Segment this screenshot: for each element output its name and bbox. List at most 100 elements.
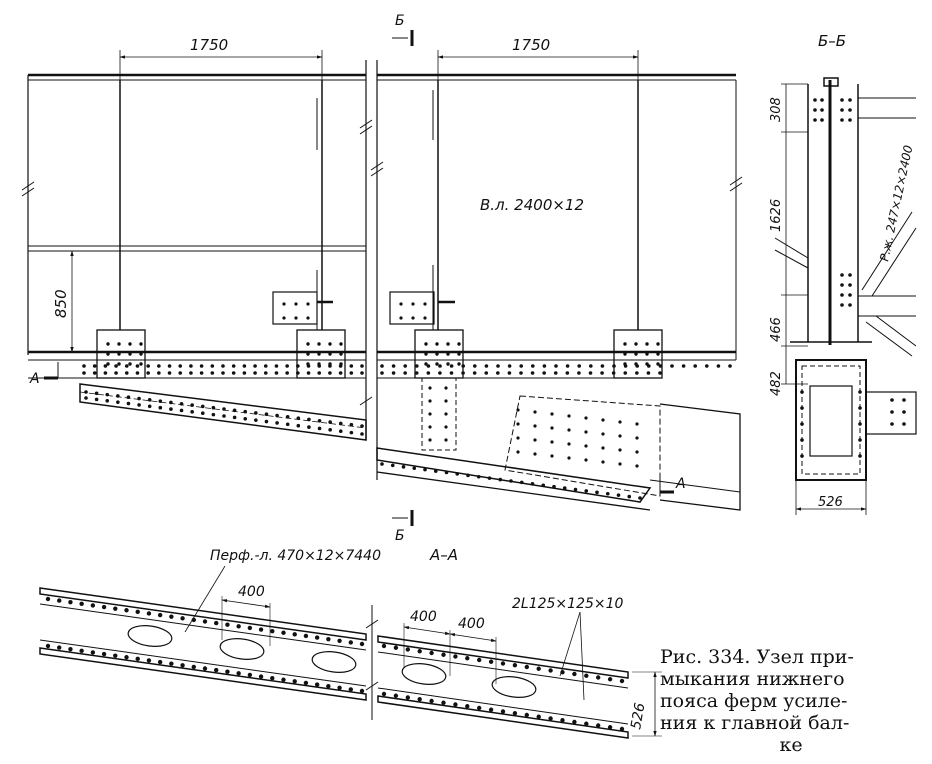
- rivet: [444, 412, 448, 416]
- rivet: [200, 411, 205, 416]
- rivet: [813, 108, 817, 112]
- rivet: [167, 371, 172, 375]
- rivet: [848, 303, 852, 307]
- rivet: [457, 362, 461, 366]
- dim-span-left: 1750: [190, 36, 228, 54]
- rivet: [94, 391, 99, 396]
- rivet: [584, 673, 589, 678]
- rivet: [360, 371, 364, 375]
- rivet: [254, 418, 258, 422]
- rivet: [446, 362, 450, 366]
- rivet: [101, 651, 107, 657]
- rivet: [360, 364, 364, 368]
- rivet: [618, 434, 622, 438]
- rivet: [573, 487, 578, 492]
- rivet: [465, 656, 470, 661]
- rivet: [306, 352, 310, 356]
- rivet: [477, 705, 482, 711]
- rivet: [348, 687, 353, 692]
- rivet: [117, 342, 121, 346]
- rivet: [285, 364, 289, 368]
- rivet: [236, 671, 241, 676]
- rivet: [560, 718, 565, 723]
- rivet: [461, 371, 465, 375]
- rivet: [533, 410, 537, 414]
- rivet: [426, 364, 431, 368]
- rivet: [381, 643, 387, 649]
- rivet: [472, 371, 477, 375]
- rivet: [519, 480, 524, 485]
- rivet: [214, 620, 219, 626]
- dim-aa-height-526: 526: [628, 702, 648, 731]
- caption-line: Рис. 334. Узел при-: [660, 646, 854, 668]
- rivet: [314, 635, 320, 640]
- rivet: [536, 666, 541, 671]
- rivet: [306, 302, 310, 306]
- rivet: [577, 371, 581, 375]
- rivet: [135, 609, 140, 615]
- rivet: [199, 364, 204, 368]
- rivet: [890, 422, 894, 426]
- rivet: [428, 425, 432, 429]
- rivet: [670, 364, 674, 368]
- rivet: [393, 693, 399, 698]
- rivet: [317, 418, 322, 423]
- rivet: [488, 659, 494, 664]
- rivet: [635, 371, 639, 375]
- rivet: [484, 364, 489, 368]
- rivet: [500, 709, 506, 714]
- rivet: [512, 663, 518, 668]
- rivet: [444, 425, 448, 429]
- rivet: [441, 700, 446, 705]
- rivet: [618, 420, 622, 424]
- rivet: [516, 422, 520, 426]
- rivet: [635, 464, 639, 468]
- rivet: [519, 364, 523, 368]
- rivet: [656, 362, 660, 366]
- rivet: [477, 657, 482, 663]
- rivet: [292, 679, 297, 684]
- rivet: [572, 719, 577, 725]
- rivet: [412, 466, 417, 471]
- rivet: [403, 371, 407, 375]
- rivet: [253, 371, 257, 375]
- rivet: [178, 364, 183, 368]
- rivet: [496, 371, 500, 375]
- rivet: [902, 422, 906, 426]
- rivet: [705, 364, 709, 368]
- figure-caption: Рис. 334. Узел при- мыкания нижнего пояс…: [660, 646, 922, 756]
- rivet: [147, 404, 152, 409]
- rivet: [542, 371, 546, 375]
- rivet: [92, 371, 97, 375]
- cut-b-bottom-label: Б: [395, 528, 405, 544]
- caption-line: мыкания нижнего: [660, 668, 845, 690]
- rivet: [840, 273, 844, 277]
- rivet: [588, 371, 593, 375]
- rivet: [496, 364, 500, 368]
- rivet: [210, 371, 215, 375]
- rivet: [380, 462, 384, 466]
- rivet: [285, 415, 290, 419]
- rivet: [381, 691, 387, 697]
- rivet: [820, 118, 824, 122]
- rivet: [264, 412, 269, 417]
- rivet: [548, 668, 553, 673]
- dim-sect-width-526: 526: [818, 495, 843, 510]
- rivet: [349, 371, 354, 375]
- rivet: [426, 371, 431, 375]
- rivet: [105, 398, 110, 403]
- rivet: [446, 352, 450, 356]
- rivet: [270, 675, 275, 681]
- rivet: [359, 688, 365, 694]
- rivet: [405, 647, 410, 652]
- rivet: [417, 649, 422, 654]
- rivet: [211, 405, 216, 410]
- rivet: [716, 364, 721, 368]
- rivet: [658, 364, 663, 368]
- rivet: [113, 653, 118, 658]
- rivet: [275, 413, 279, 418]
- rivet: [638, 496, 642, 500]
- rivet: [507, 371, 512, 375]
- rivet: [242, 364, 247, 368]
- rivet: [848, 273, 852, 277]
